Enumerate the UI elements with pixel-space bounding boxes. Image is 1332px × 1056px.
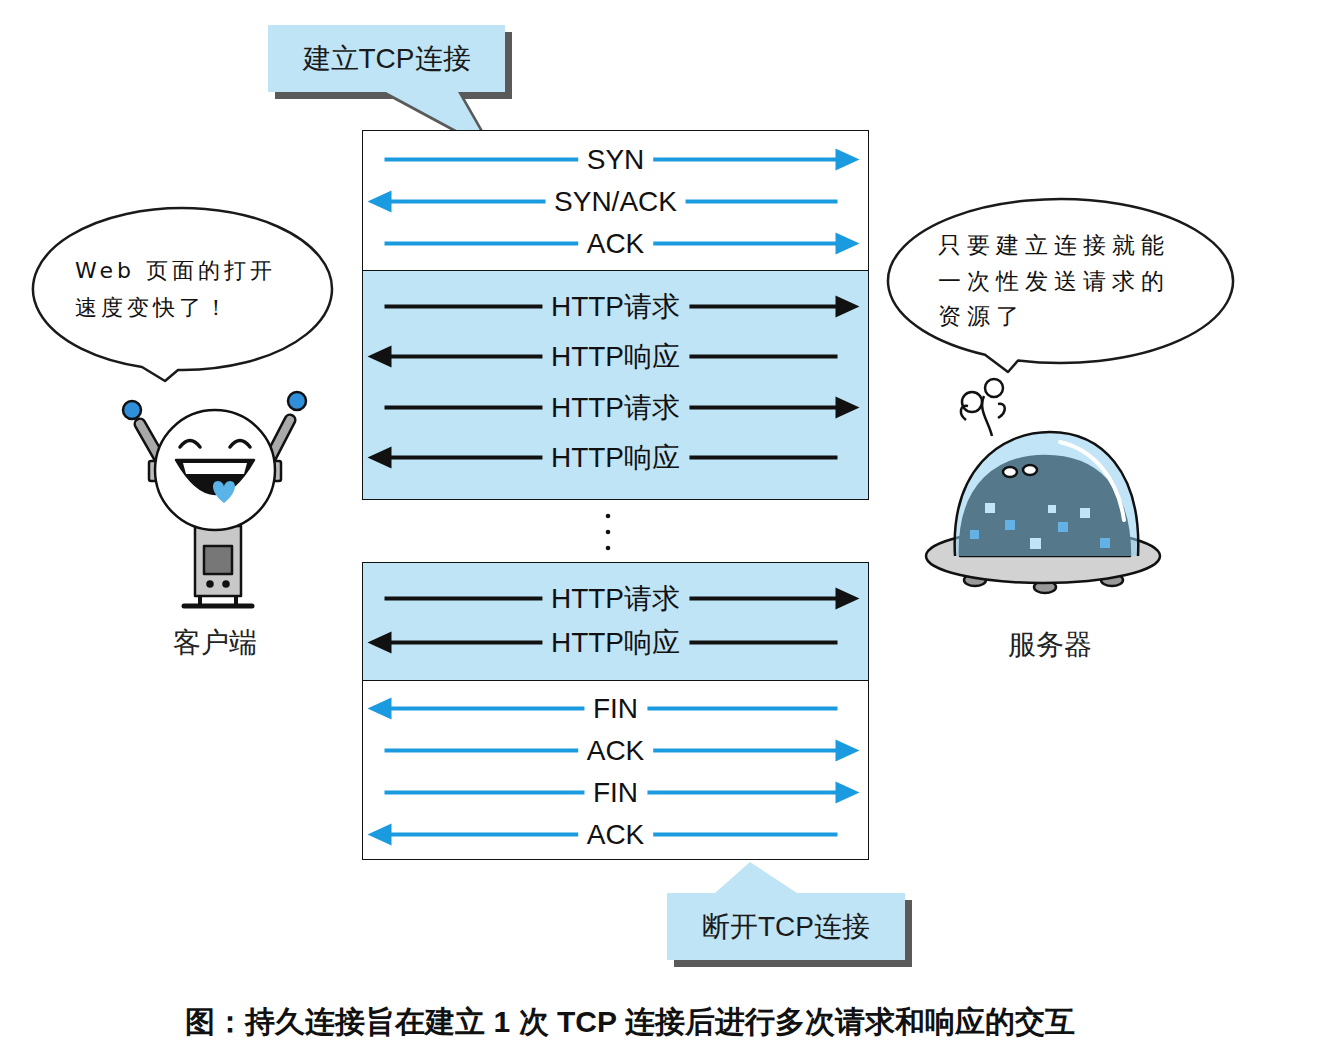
message-band: HTTP请求 HTTP响应 xyxy=(362,562,869,681)
arrow-head xyxy=(368,346,392,368)
client-robot xyxy=(204,546,232,574)
client-robot xyxy=(224,582,229,587)
callout-text: 建立TCP连接 xyxy=(303,42,471,76)
message-label: HTTP请求 xyxy=(542,391,689,425)
role-label: 服务器 xyxy=(1008,628,1092,662)
server-robot xyxy=(985,379,1003,397)
client-robot xyxy=(288,392,306,410)
server-robot xyxy=(961,406,968,420)
message-label: ACK xyxy=(578,227,654,261)
arrow-head xyxy=(836,782,860,804)
arrow-head xyxy=(836,233,860,255)
arrow-head xyxy=(368,191,392,213)
message-label: FIN xyxy=(584,692,647,726)
bubble-text: Web 页面的打开 速度变快了！ xyxy=(75,252,290,327)
bubble-outline xyxy=(30,205,335,373)
server-robot xyxy=(962,392,982,412)
arrow-head xyxy=(368,824,392,846)
bubble-text: 只要建立连接就能 一次性发送请求的 资源了 xyxy=(938,228,1183,335)
server-robot xyxy=(1060,442,1124,520)
ellipsis-dots xyxy=(606,530,611,535)
client-robot xyxy=(155,410,275,530)
message-label: HTTP响应 xyxy=(542,441,689,475)
arrow-head xyxy=(836,588,860,610)
arrow-head xyxy=(836,397,860,419)
callout-box: 建立TCP连接 xyxy=(268,25,505,92)
arrow-head xyxy=(836,740,860,762)
message-band: SYN SYN/ACK ACK xyxy=(362,130,869,271)
client-robot xyxy=(195,526,241,596)
arrow-head xyxy=(368,698,392,720)
ellipsis-dots xyxy=(606,546,611,551)
message-label: SYN xyxy=(578,143,654,177)
server-robot xyxy=(1023,465,1037,475)
bubble-path xyxy=(33,208,332,381)
arrow-head xyxy=(836,296,860,318)
message-label: FIN xyxy=(584,776,647,810)
message-band: HTTP请求 HTTP响应 HTTP请求 HTTP响应 xyxy=(362,270,869,500)
client-robot xyxy=(230,441,250,448)
message-label: HTTP响应 xyxy=(542,340,689,374)
ellipsis-dots xyxy=(606,514,611,519)
callout-shadow xyxy=(674,869,912,967)
message-label: HTTP响应 xyxy=(542,626,689,660)
bubble-path xyxy=(888,199,1233,372)
client-robot xyxy=(123,392,306,606)
message-band: FIN ACK FIN ACK xyxy=(362,680,869,860)
arrow-head xyxy=(368,632,392,654)
message-label: ACK xyxy=(578,734,654,768)
client-robot xyxy=(123,401,141,419)
client-robot xyxy=(180,441,200,448)
figure-caption: 图：持久连接旨在建立 1 次 TCP 连接后进行多次请求和响应的交互 xyxy=(0,1002,1260,1042)
client-robot xyxy=(213,481,235,503)
callout-fill xyxy=(667,862,905,960)
callout-box: 断开TCP连接 xyxy=(667,893,905,960)
client-robot xyxy=(184,604,252,609)
server-robot xyxy=(955,432,1139,556)
server-robot xyxy=(1003,467,1017,477)
server-robot xyxy=(998,404,1005,418)
client-robot xyxy=(183,463,247,474)
server-robot xyxy=(926,379,1160,593)
server-robot xyxy=(982,396,992,436)
message-label: ACK xyxy=(578,818,654,852)
role-label: 客户端 xyxy=(173,626,257,660)
arrow-head xyxy=(368,447,392,469)
callout-text: 断开TCP连接 xyxy=(702,910,870,944)
arrow-head xyxy=(836,149,860,171)
message-label: HTTP请求 xyxy=(542,290,689,324)
message-label: SYN/ACK xyxy=(545,185,686,219)
client-robot xyxy=(208,582,213,587)
speech-bubble: 只要建立连接就能 一次性发送请求的 资源了 xyxy=(885,196,1236,366)
ellipsis-dots xyxy=(606,514,611,551)
message-label: HTTP请求 xyxy=(542,582,689,616)
speech-bubble: Web 页面的打开 速度变快了！ xyxy=(30,205,335,373)
